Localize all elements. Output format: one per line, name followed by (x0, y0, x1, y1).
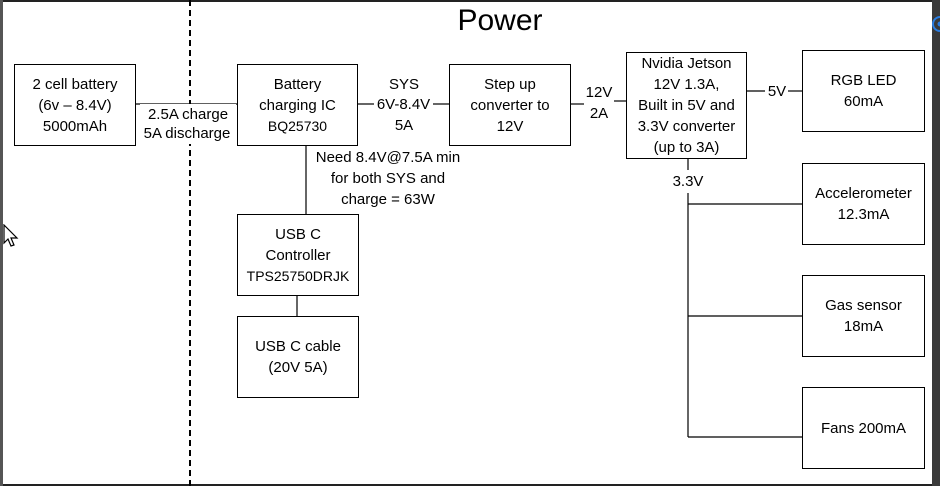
screen-bottom-edge (0, 484, 940, 486)
accel-line-1: Accelerometer (815, 185, 912, 202)
2a-label: 2A (589, 105, 609, 122)
5v-label: 5V (767, 83, 787, 100)
jetson-line-2: 12V 1.3A, (653, 76, 720, 93)
stepup-line-1: Step up (484, 75, 536, 93)
stepup-line-3: 12V (496, 117, 524, 135)
sys-label: SYS (388, 76, 419, 93)
accel-line-2: 12.3mA (837, 206, 890, 223)
fans-block: Fans 200mA (802, 387, 925, 469)
fans-line-1: Fans 200mA (820, 419, 907, 437)
diagram-title: Power (457, 4, 543, 37)
screen-left-edge (0, 0, 3, 486)
sys-current-label: 5A (394, 117, 414, 134)
usb-c-cable-block: USB C cable (20V 5A) (237, 316, 359, 398)
dashed-divider-line (189, 0, 191, 486)
jetson-line-4: 3.3V converter (637, 118, 736, 135)
battery-line-2: (6v – 8.4V) (38, 96, 112, 114)
usbc-cable-line-2: (20V 5A) (268, 359, 328, 376)
requirement-line-1: Need 8.4V@7.5A min (315, 149, 461, 166)
usbc-ctrl-line-2: Controller (265, 246, 331, 264)
jetson-line-1: Nvidia Jetson (641, 55, 732, 72)
usbc-cable-line-1: USB C cable (255, 338, 341, 355)
battery-line-3: 5000mAh (42, 117, 108, 135)
charger-line-3: BQ25730 (267, 117, 328, 134)
rgb-line-2: 60mA (843, 93, 884, 110)
charger-line-1: Battery (273, 75, 322, 93)
step-up-converter-block: Step up converter to 12V (449, 64, 571, 146)
battery-line-1: 2 cell battery (32, 75, 118, 93)
jetson-line-5: (up to 3A) (653, 139, 720, 156)
charging-ic-block: Battery charging IC BQ25730 (237, 64, 358, 146)
gas-sensor-block: Gas sensor 18mA (802, 275, 925, 357)
mouse-pointer-icon (3, 223, 19, 253)
partial-app-icon[interactable] (928, 12, 940, 36)
usbc-ctrl-line-3: TPS25750DRJK (246, 267, 350, 284)
screen-right-edge (932, 0, 940, 486)
gas-line-2: 18mA (843, 318, 884, 335)
charge-current-label: 2.5A charge (140, 104, 236, 125)
rgb-line-1: RGB LED (830, 72, 897, 89)
jetson-line-3: Built in 5V and (638, 97, 735, 114)
stepup-line-2: converter to (470, 96, 550, 114)
requirement-line-2: for both SYS and (330, 170, 446, 187)
accelerometer-block: Accelerometer 12.3mA (802, 163, 925, 245)
usbc-ctrl-line-1: USB C (275, 225, 321, 243)
requirement-line-3: charge = 63W (341, 191, 435, 208)
rgb-led-block: RGB LED 60mA (802, 50, 925, 132)
battery-block: 2 cell battery (6v – 8.4V) 5000mAh (14, 64, 136, 146)
nvidia-jetson-block: Nvidia Jetson 12V 1.3A, Built in 5V and … (626, 52, 747, 159)
sys-voltage-label: 6V-8.4V (376, 96, 431, 113)
usb-c-controller-block: USB C Controller TPS25750DRJK (237, 214, 359, 296)
12v-label: 12V (585, 84, 613, 101)
gas-line-1: Gas sensor (825, 297, 902, 314)
charger-line-2: charging IC (259, 96, 336, 114)
screen-top-edge (0, 0, 940, 2)
discharge-current-label: 5A discharge (138, 123, 236, 144)
power-requirement-note: Need 8.4V@7.5A min for both SYS and char… (308, 147, 468, 210)
3.3v-label: 3.3V (672, 173, 704, 190)
